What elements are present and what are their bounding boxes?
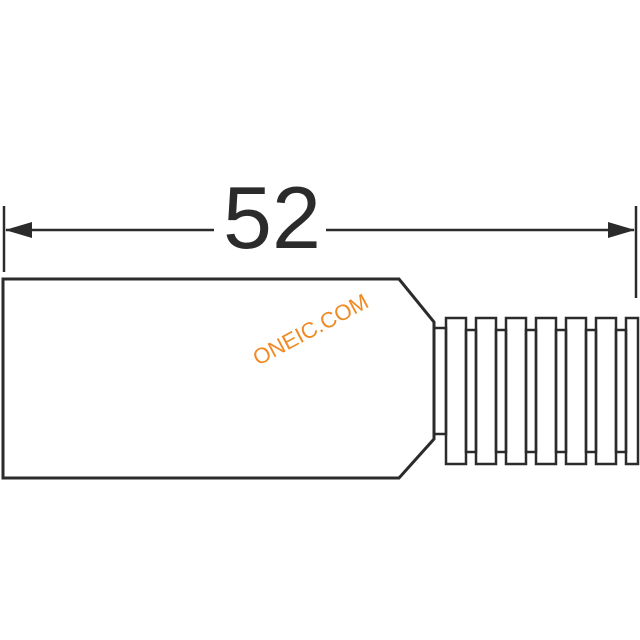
cable-rib [444,316,468,466]
cable-rib [564,316,588,466]
cable-rib [594,316,618,466]
cable-valley [524,328,538,454]
cable-rib [474,316,498,466]
cable-valley [584,328,598,454]
watermark-text: ONEIC.COM [249,289,373,371]
dimension-value: 52 [223,168,321,267]
cable-rib [624,316,640,466]
corrugated-cable [444,316,640,466]
strain-relief-base [432,326,448,436]
left-arrowhead [5,222,32,238]
cable-rib [504,316,528,466]
connector-body [1,277,436,480]
cable-valley [614,328,628,454]
cable-valley [464,328,478,454]
cable-valley [494,328,508,454]
right-arrowhead [608,222,635,238]
cable-valley [554,328,568,454]
cable-rib [534,316,558,466]
